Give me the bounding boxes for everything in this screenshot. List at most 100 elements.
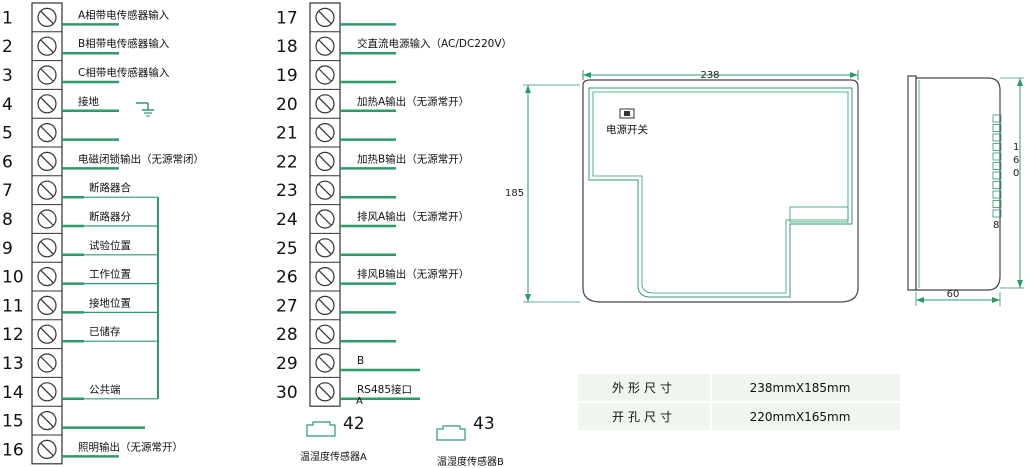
- spec-row-2-value: 220mmX165mm: [750, 410, 851, 424]
- terminal-number: 9: [2, 239, 13, 259]
- terminal-28: 28: [276, 319, 396, 345]
- terminal-label: 接地: [78, 95, 99, 108]
- spec-row-1-value: 238mmX185mm: [750, 381, 851, 395]
- terminal-label: 加热B输出（无源常开）: [357, 152, 469, 165]
- terminal-number: 20: [276, 95, 298, 115]
- terminal-9: 9 试验位置: [2, 232, 158, 259]
- spec-row-1-name: 外形尺寸: [612, 381, 676, 395]
- terminal-label: 工作位置: [89, 268, 131, 281]
- terminal-13: 13: [2, 348, 62, 374]
- terminal-label: 已储存: [89, 325, 121, 338]
- terminal-25: 25: [276, 232, 396, 259]
- enclosure-outline: [582, 79, 859, 303]
- terminal-label: 断路器分: [89, 210, 131, 223]
- terminal-label: 试验位置: [89, 239, 131, 252]
- terminal-label: C相带电传感器输入: [78, 66, 170, 79]
- terminal-number: 23: [276, 181, 298, 201]
- terminal-number: 21: [276, 124, 298, 144]
- power-switch-label: 电源开关: [606, 123, 648, 136]
- terminal-6: 6 电磁闭锁输出（无源常闭）: [2, 146, 204, 172]
- sensor-b-icon: [436, 425, 466, 441]
- terminal-number: 27: [276, 296, 298, 316]
- terminal-1: 1 A相带电传感器输入: [2, 7, 170, 28]
- terminal-label: 电磁闭锁输出（无源常闭）: [78, 152, 204, 165]
- terminal-11: 11 接地位置: [2, 290, 158, 316]
- terminal-number: 5: [2, 124, 13, 144]
- terminal-label: 断路器合: [89, 181, 131, 194]
- terminal-label: A相带电传感器输入: [78, 8, 170, 21]
- terminal-label: 接地位置: [89, 296, 131, 309]
- spec-row-2-name: 开孔尺寸: [612, 410, 676, 424]
- terminal-16: 16 照明输出（无源常开）: [2, 434, 183, 460]
- terminal-number: 16: [2, 440, 24, 460]
- terminal-19: 19: [276, 60, 396, 86]
- terminal-27: 27: [276, 290, 396, 316]
- spec-table: 外形尺寸 238mmX185mm 开孔尺寸 220mmX165mm: [578, 374, 900, 430]
- height-label: 185: [505, 188, 524, 199]
- terminal-number: 30: [276, 383, 298, 403]
- terminal-number: 1: [2, 8, 13, 28]
- terminal-number: 24: [276, 210, 298, 230]
- terminal-number: 17: [276, 8, 298, 28]
- terminal-18: 18 交直流电源输入（AC/DC220V）: [276, 31, 512, 57]
- terminal-number: 13: [2, 354, 24, 374]
- terminal-5: 5: [2, 117, 119, 144]
- terminal-4: 4 接地: [2, 88, 119, 115]
- terminal-label: B相带电传感器输入: [78, 37, 170, 50]
- side-connector: [992, 114, 1002, 218]
- terminal-number: 18: [276, 37, 298, 57]
- ground-icon: [136, 102, 154, 117]
- front-view: 238 185 电源开关: [505, 70, 859, 303]
- sensor-a-icon: [306, 421, 336, 437]
- sensor-a-label: 温湿度传感器A: [300, 450, 367, 463]
- terminal-label: B: [357, 355, 364, 367]
- terminal-12: 12 已储存: [2, 319, 158, 345]
- front-panel-cutout: [588, 87, 853, 298]
- sensor-b-label: 温湿度传感器B: [437, 455, 504, 468]
- terminal-label: 排风B输出（无源常开）: [357, 268, 469, 281]
- terminal-15: 15: [2, 405, 145, 432]
- terminal-17: 17: [276, 7, 396, 28]
- sensor-b-number: 43: [473, 414, 495, 434]
- terminal-3: 3 C相带电传感器输入: [2, 60, 170, 86]
- terminal-number: 2: [2, 37, 13, 57]
- side-enclosure-outline: [915, 77, 1001, 291]
- terminal-number: 4: [2, 95, 13, 115]
- terminal-label: 交直流电源输入（AC/DC220V）: [357, 37, 512, 50]
- terminal-number: 14: [2, 383, 24, 403]
- sensor-a: 42 温湿度传感器A: [300, 414, 367, 463]
- terminal-29: 29 B: [276, 348, 420, 374]
- left-terminal-block: 1 A相带电传感器输入 2 B相带电传感器输入 3 C相带电传感器输入 4 接地 5 6 电磁闭锁输…: [2, 2, 204, 465]
- sensor-a-number: 42: [343, 414, 365, 434]
- terminal-number: 8: [2, 210, 13, 230]
- terminal-10: 10 工作位置: [2, 261, 158, 288]
- terminal-number: 3: [2, 66, 13, 86]
- terminal-label: 加热A输出（无源常开）: [357, 95, 469, 108]
- terminal-23: 23: [276, 175, 396, 201]
- terminal-number: 22: [276, 152, 298, 172]
- terminal-number: 10: [2, 268, 24, 288]
- sensor-b: 43 温湿度传感器B: [436, 414, 504, 468]
- terminal-number: 28: [276, 325, 298, 345]
- terminal-label: 照明输出（无源常开）: [78, 440, 183, 453]
- connector-label: 8: [993, 220, 999, 231]
- right-terminal-block: 17 18 交直流电源输入（AC/DC220V） 19 20 加热A输出（无源常开） 21 2…: [276, 2, 512, 407]
- terminal-number: 11: [2, 296, 24, 316]
- terminal-label: 排风A输出（无源常开）: [357, 210, 469, 223]
- terminal-2: 2 B相带电传感器输入: [2, 31, 170, 57]
- rs485-a-label: A: [356, 396, 363, 407]
- terminal-number: 6: [2, 152, 13, 172]
- terminal-number: 29: [276, 354, 298, 374]
- terminal-number: 19: [276, 66, 298, 86]
- terminal-8: 8 断路器分: [2, 204, 158, 230]
- terminal-number: 15: [2, 412, 24, 432]
- terminal-number: 25: [276, 239, 298, 259]
- terminal-number: 12: [2, 325, 24, 345]
- terminal-24: 24 排风A输出（无源常开）: [276, 204, 469, 230]
- width-label: 238: [700, 70, 719, 81]
